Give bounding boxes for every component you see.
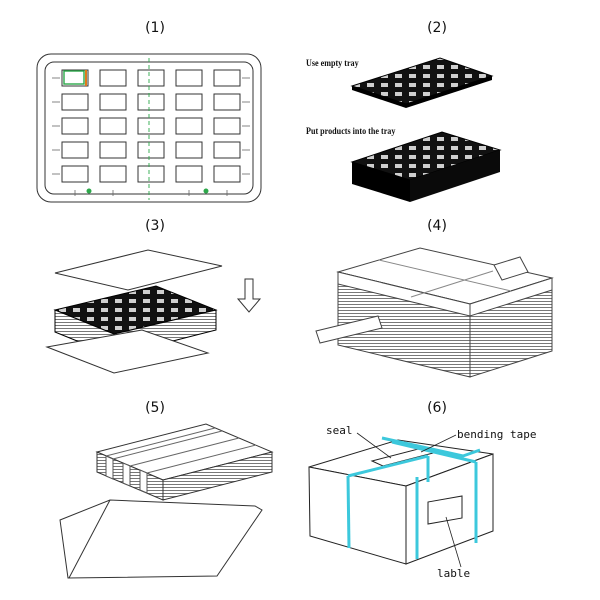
filled-tray-stack [350, 131, 502, 202]
caption-empty-tray: Use empty tray [306, 58, 359, 68]
green-dot [203, 188, 209, 194]
step-label-5: (5) [145, 400, 165, 416]
step-label-4: (4) [427, 218, 447, 234]
callout-seal: seal [326, 424, 353, 437]
top-cover-sheet [54, 249, 223, 291]
bottom-cover-sheet [45, 329, 210, 374]
caption-fill-tray: Put products into the tray [306, 126, 396, 136]
step-label-3: (3) [145, 218, 165, 234]
label-area [427, 495, 463, 525]
down-arrow-icon [236, 278, 262, 313]
covered-stack [315, 247, 554, 378]
empty-tray [350, 57, 494, 108]
bending-tape [346, 436, 481, 559]
green-dot [86, 188, 92, 194]
highlighted-cell [63, 70, 85, 85]
tray-top-view [36, 53, 262, 203]
strapped-stack [95, 423, 274, 501]
carton-box [59, 499, 263, 579]
step-label-1: (1) [145, 20, 165, 36]
callout-bending-tape: bending tape [457, 428, 537, 441]
callout-label: lable [437, 567, 471, 580]
step-label-6: (6) [427, 400, 447, 416]
step-label-2: (2) [427, 20, 447, 36]
callout-lines [356, 432, 462, 568]
tray-cell-grid [61, 69, 241, 183]
